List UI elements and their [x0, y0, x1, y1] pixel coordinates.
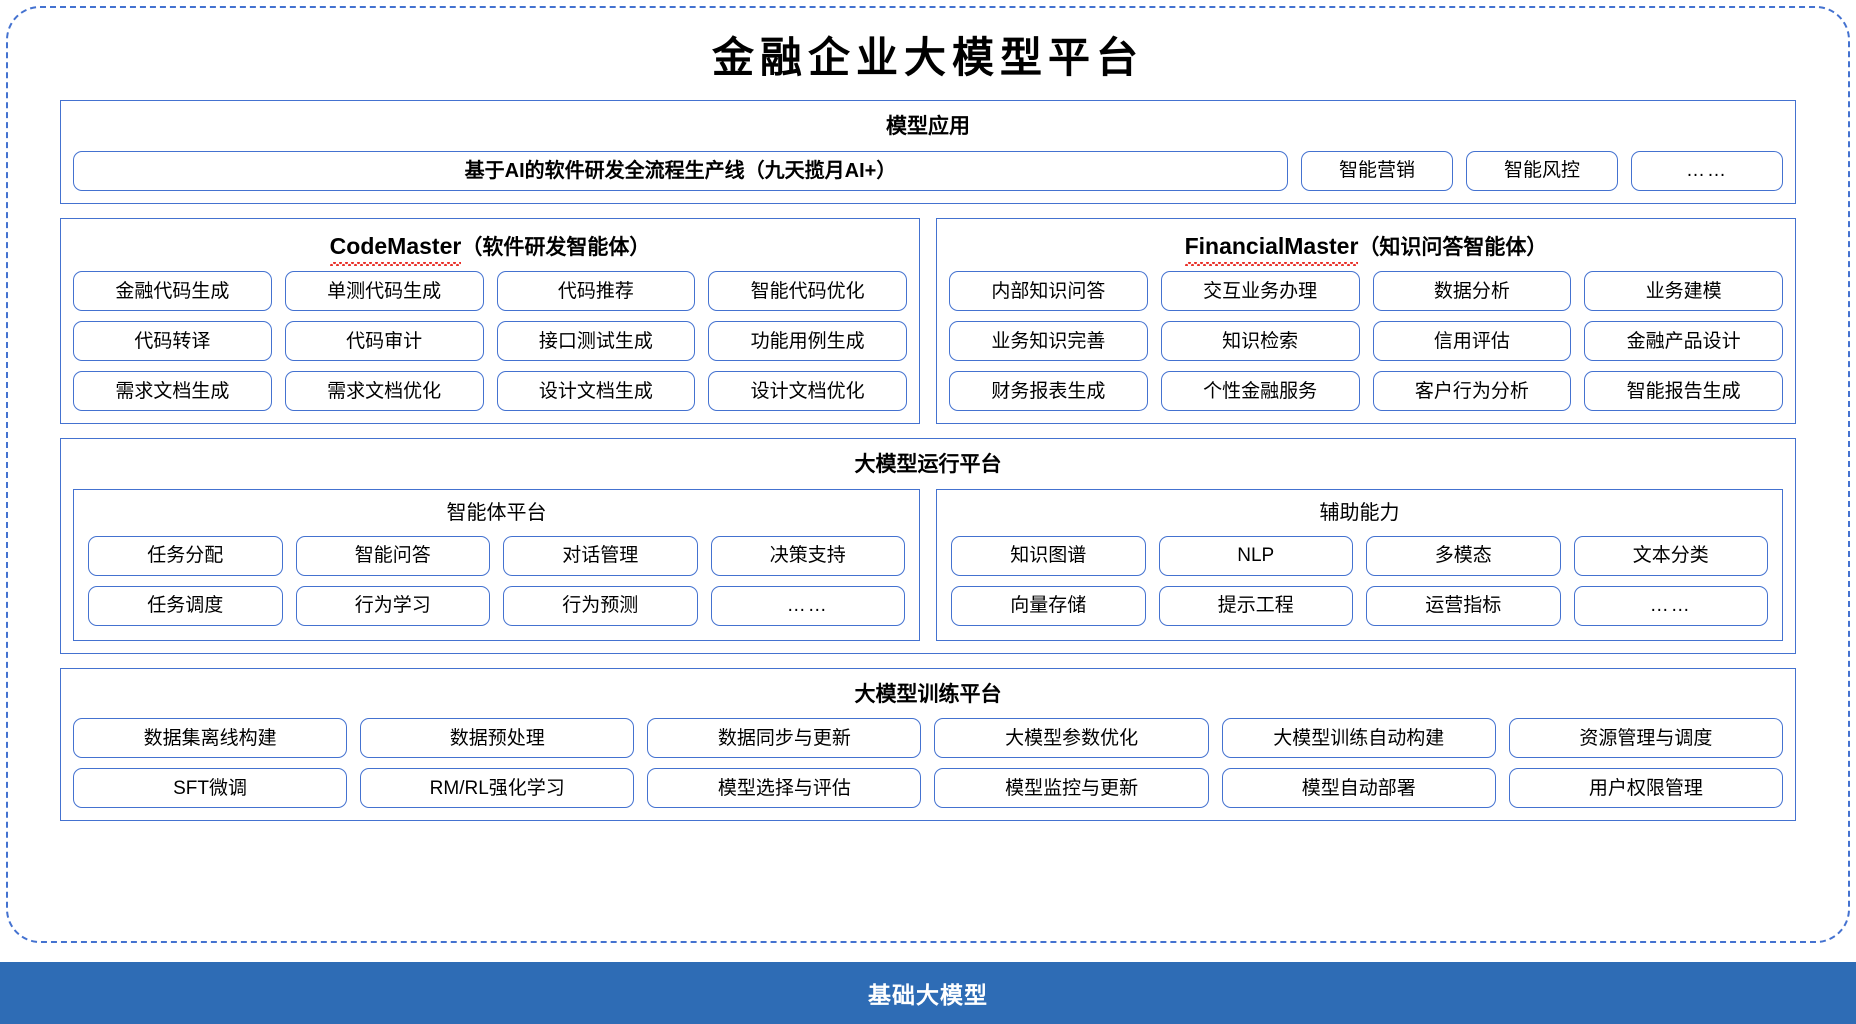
application-chip-smart-risk-control[interactable]: 智能风控 [1466, 150, 1618, 191]
foundation-model-bar: 基础大模型 [0, 962, 1856, 1024]
capability-chip[interactable]: 个性金融服务 [1160, 371, 1360, 411]
capability-chip[interactable]: 模型自动部署 [1221, 768, 1496, 808]
capability-chip[interactable]: 金融产品设计 [1584, 321, 1783, 361]
capability-chip[interactable]: 单测代码生成 [284, 271, 484, 311]
capability-chip-more[interactable]: …… [1573, 585, 1768, 626]
capability-chip[interactable]: 用户权限管理 [1508, 768, 1783, 808]
capability-chip[interactable]: 提示工程 [1158, 585, 1353, 626]
capability-chip[interactable]: 大模型训练自动构建 [1221, 718, 1496, 758]
capability-chip[interactable]: 客户行为分析 [1372, 371, 1572, 411]
capability-chip[interactable]: 信用评估 [1372, 321, 1572, 361]
section-runtime-platform: 大模型运行平台 智能体平台 任务分配 智能问答 对话管理 决策支持 任务调度 行… [60, 438, 1796, 654]
capability-chip[interactable]: 业务知识完善 [949, 321, 1148, 361]
capability-chip[interactable]: 知识图谱 [951, 535, 1146, 576]
capability-chip[interactable]: 行为学习 [295, 585, 490, 626]
financial-master-cn-label: （知识问答智能体） [1358, 235, 1548, 259]
model-applications-row: 基于AI的软件研发全流程生产线（九天揽月AI+） 智能营销 智能风控 …… [73, 150, 1783, 191]
capability-chip[interactable]: 多模态 [1366, 535, 1561, 576]
application-chip-ai-sdlc[interactable]: 基于AI的软件研发全流程生产线（九天揽月AI+） [73, 150, 1288, 191]
capability-chip[interactable]: NLP [1158, 535, 1353, 576]
financial-master-capability-grid: 内部知识问答 交互业务办理 数据分析 业务建模 业务知识完善 知识检索 信用评估… [949, 271, 1783, 411]
foundation-model-label: 基础大模型 [868, 982, 988, 1008]
code-master-cn-label: （软件研发智能体） [461, 235, 651, 259]
capability-chip[interactable]: 数据分析 [1372, 271, 1572, 311]
capability-chip[interactable]: 决策支持 [710, 535, 905, 576]
section-title-runtime-platform: 大模型运行平台 [854, 453, 1002, 476]
application-chip-more[interactable]: …… [1631, 150, 1783, 191]
capability-chip[interactable]: 任务调度 [88, 585, 283, 626]
capability-chip[interactable]: 代码推荐 [496, 271, 696, 311]
capability-chip[interactable]: 需求文档生成 [73, 371, 272, 411]
runtime-platform-columns: 智能体平台 任务分配 智能问答 对话管理 决策支持 任务调度 行为学习 行为预测… [73, 488, 1783, 641]
capability-chip[interactable]: 知识检索 [1160, 321, 1360, 361]
capability-chip[interactable]: 大模型参数优化 [934, 718, 1209, 758]
section-title-model-applications: 模型应用 [886, 115, 970, 138]
capability-chip[interactable]: 设计文档生成 [496, 371, 696, 411]
capability-chip[interactable]: 对话管理 [503, 535, 698, 576]
capability-chip[interactable]: 需求文档优化 [284, 371, 484, 411]
capability-chip[interactable]: 数据集离线构建 [73, 718, 348, 758]
capability-chip[interactable]: 智能代码优化 [708, 271, 907, 311]
capability-chip[interactable]: 金融代码生成 [73, 271, 272, 311]
section-title-financial-master: FinancialMaster（知识问答智能体） [949, 227, 1783, 272]
capability-chip[interactable]: 交互业务办理 [1160, 271, 1360, 311]
capability-chip[interactable]: 财务报表生成 [949, 371, 1148, 411]
capability-chip[interactable]: 业务建模 [1584, 271, 1783, 311]
capability-chip[interactable]: RM/RL强化学习 [360, 768, 635, 808]
code-master-capability-grid: 金融代码生成 单测代码生成 代码推荐 智能代码优化 代码转译 代码审计 接口测试… [73, 271, 907, 411]
subsection-title-agent-platform: 智能体平台 [446, 501, 547, 524]
section-title-training-platform: 大模型训练平台 [854, 682, 1002, 706]
capability-chip[interactable]: 接口测试生成 [496, 321, 696, 361]
section-code-master: CodeMaster（软件研发智能体） 金融代码生成 单测代码生成 代码推荐 智… [60, 217, 920, 424]
platform-outer-frame: 金融企业大模型平台 模型应用 基于AI的软件研发全流程生产线（九天揽月AI+） … [6, 6, 1850, 943]
capability-chip[interactable]: 内部知识问答 [949, 271, 1148, 311]
page-title: 金融企业大模型平台 [711, 36, 1144, 82]
capability-chip[interactable]: 数据同步与更新 [647, 718, 922, 758]
section-model-applications: 模型应用 基于AI的软件研发全流程生产线（九天揽月AI+） 智能营销 智能风控 … [60, 100, 1796, 204]
code-master-latin-label: CodeMaster [329, 229, 461, 266]
capability-chip[interactable]: 向量存储 [951, 585, 1146, 626]
auxiliary-capability-grid: 知识图谱 NLP 多模态 文本分类 向量存储 提示工程 运营指标 …… [951, 535, 1768, 626]
capability-chip[interactable]: 代码审计 [284, 321, 484, 361]
agents-row: CodeMaster（软件研发智能体） 金融代码生成 单测代码生成 代码推荐 智… [60, 217, 1796, 424]
capability-chip[interactable]: 代码转译 [73, 321, 272, 361]
capability-chip[interactable]: SFT微调 [73, 768, 348, 808]
capability-chip[interactable]: 资源管理与调度 [1508, 718, 1783, 758]
capability-chip[interactable]: 模型选择与评估 [647, 768, 922, 808]
capability-chip[interactable]: 智能问答 [295, 535, 490, 576]
section-training-platform: 大模型训练平台 数据集离线构建 数据预处理 数据同步与更新 大模型参数优化 大模… [60, 667, 1796, 821]
capability-chip[interactable]: 智能报告生成 [1584, 371, 1783, 411]
section-financial-master: FinancialMaster（知识问答智能体） 内部知识问答 交互业务办理 数… [936, 217, 1796, 424]
subsection-title-auxiliary-capability: 辅助能力 [1319, 501, 1400, 524]
training-platform-capability-grid: 数据集离线构建 数据预处理 数据同步与更新 大模型参数优化 大模型训练自动构建 … [73, 718, 1783, 808]
subsection-auxiliary-capability: 辅助能力 知识图谱 NLP 多模态 文本分类 向量存储 提示工程 运营指标 …… [936, 488, 1783, 641]
agent-platform-capability-grid: 任务分配 智能问答 对话管理 决策支持 任务调度 行为学习 行为预测 …… [88, 535, 905, 626]
capability-chip[interactable]: 文本分类 [1573, 535, 1768, 576]
capability-chip[interactable]: 行为预测 [503, 585, 698, 626]
capability-chip[interactable]: 运营指标 [1366, 585, 1561, 626]
section-title-code-master: CodeMaster（软件研发智能体） [73, 227, 907, 272]
subsection-agent-platform: 智能体平台 任务分配 智能问答 对话管理 决策支持 任务调度 行为学习 行为预测… [73, 488, 920, 641]
application-chip-smart-marketing[interactable]: 智能营销 [1301, 150, 1453, 191]
financial-master-latin-label: FinancialMaster [1184, 229, 1358, 266]
capability-chip[interactable]: 任务分配 [88, 535, 283, 576]
capability-chip-more[interactable]: …… [710, 585, 905, 626]
capability-chip[interactable]: 模型监控与更新 [934, 768, 1209, 808]
capability-chip[interactable]: 数据预处理 [360, 718, 635, 758]
capability-chip[interactable]: 功能用例生成 [708, 321, 907, 361]
capability-chip[interactable]: 设计文档优化 [708, 371, 907, 411]
